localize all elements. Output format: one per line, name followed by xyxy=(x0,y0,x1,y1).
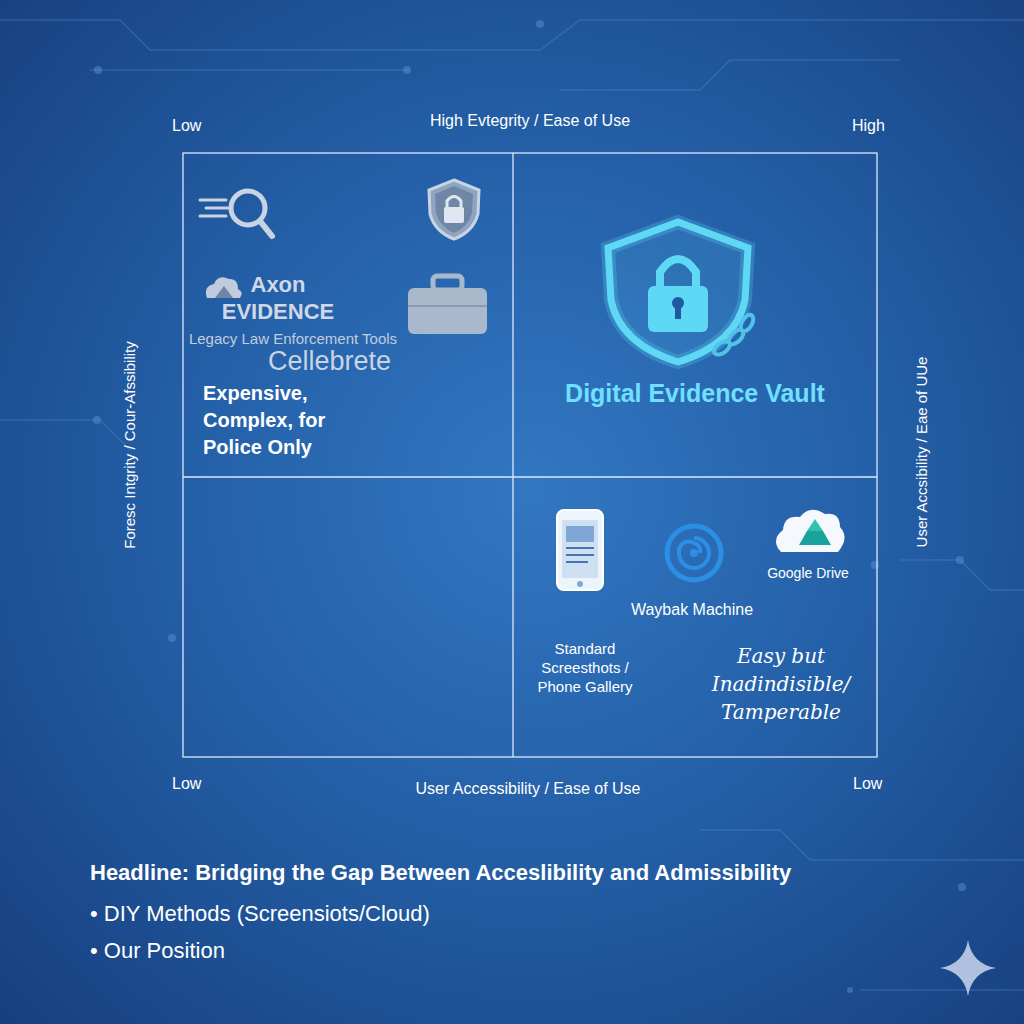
axis-end-label: Low xyxy=(853,774,882,794)
vault-shield-icon xyxy=(608,222,756,362)
quadrant-top-right: Digital Evidence Vault xyxy=(513,153,877,477)
quadrant-note: Easy but Inadindisible/ Tamperable xyxy=(689,642,873,726)
circuit-dots xyxy=(93,20,966,993)
group-caption: Legacy Law Enforcement Tools xyxy=(188,329,398,349)
axis-end-label: High xyxy=(852,116,885,136)
service-name: Google Drive xyxy=(751,564,865,582)
magnifier-icon xyxy=(200,191,272,236)
quadrant-bottom-right: Google DriveWaybak MachineStandard Scree… xyxy=(513,477,877,757)
headline: Headline: Bridging the Gap Between Acces… xyxy=(90,859,791,887)
briefcase-icon xyxy=(408,276,487,334)
axis-end-label: Low xyxy=(172,116,201,136)
police-shield-icon xyxy=(429,180,479,239)
quadrant-top-left: Cellebrete Axon EVIDENCE Legacy Law Enforc… xyxy=(183,153,513,477)
sparkle xyxy=(940,940,996,996)
bullet-item: • Our Position xyxy=(90,941,225,961)
axis-title: Foresc Intgrity / Cour-Afssibility xyxy=(120,341,140,549)
phone-icon xyxy=(557,510,603,590)
product-name: Digital Evidence Vault xyxy=(513,377,877,409)
axis-title: High Evtegrity / Ease of Use xyxy=(430,111,630,131)
service-name: Waybak Machine xyxy=(612,600,772,620)
bullet-item: • DIY Methods (Screensiots/Cloud) xyxy=(90,904,430,924)
spiral-icon xyxy=(667,526,721,580)
drive-cloud-icon xyxy=(776,510,845,552)
axis-end-label: Low xyxy=(172,774,201,794)
brand-name: Cellebrete xyxy=(268,345,418,377)
circuit-lines xyxy=(0,20,1024,990)
axis-title: User Accessibility / Ease of Use xyxy=(416,779,641,799)
service-name: Standard Screesthots / Phone Gallery xyxy=(525,639,645,696)
cloud-icon xyxy=(206,277,242,298)
quadrant-note: Expensive, Complex, for Police Only xyxy=(203,380,383,461)
quadrant-grid xyxy=(183,153,877,757)
brand-name: Axon EVIDENCE xyxy=(213,271,343,325)
axis-title: User Accsibility / Eae of UUe xyxy=(912,357,932,548)
